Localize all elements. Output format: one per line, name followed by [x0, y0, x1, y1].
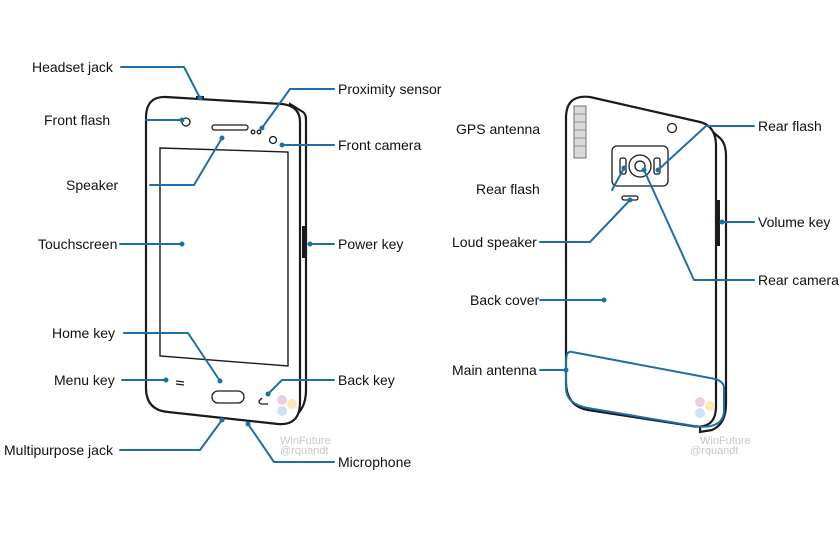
label-rear-camera: Rear camera [758, 272, 839, 288]
label-front-flash: Front flash [44, 112, 110, 128]
back-watermark: WinFuture @rquandt [690, 397, 751, 457]
label-loud-speaker: Loud speaker [452, 234, 537, 250]
front-watermark-handle: @rquandt [280, 445, 328, 457]
label-volume-key: Volume key [758, 214, 830, 230]
label-headset-jack: Headset jack [32, 59, 114, 75]
gps-antenna-strip [573, 105, 587, 159]
back-watermark-handle: @rquandt [690, 445, 738, 457]
label-menu-key: Menu key [54, 372, 115, 388]
label-home-key: Home key [52, 325, 115, 341]
power-key-button [302, 226, 305, 258]
label-back-cover: Back cover [470, 292, 540, 308]
label-speaker: Speaker [66, 177, 118, 193]
speaker-grille [211, 124, 249, 131]
home-key-button [211, 390, 245, 404]
back-headset-jack [666, 122, 678, 134]
back-watermark-site: WinFuture [700, 435, 751, 447]
label-rear-flash-right: Rear flash [758, 118, 822, 134]
touchscreen-panel [159, 147, 289, 367]
label-main-antenna: Main antenna [452, 362, 537, 378]
main-antenna-zone [565, 350, 725, 428]
label-rear-flash-left: Rear flash [476, 181, 540, 197]
back-key-icon [258, 397, 268, 405]
label-touchscreen: Touchscreen [38, 236, 117, 252]
front-view: WinFuture @rquandt Headset jack Front fl… [4, 59, 442, 470]
volume-key-button [717, 200, 720, 246]
back-view: WinFuture @rquandt GPS antenna Rear flas… [452, 95, 839, 457]
label-proximity-sensor: Proximity sensor [338, 81, 442, 97]
label-power-key: Power key [338, 236, 403, 252]
front-watermark-site: WinFuture [280, 435, 331, 447]
front-watermark: WinFuture @rquandt [277, 395, 331, 457]
label-back-key: Back key [338, 372, 395, 388]
front-leader-lines [119, 66, 335, 463]
label-multipurpose-jack: Multipurpose jack [4, 442, 114, 458]
label-microphone: Microphone [338, 454, 411, 470]
front-camera-lens [268, 135, 278, 145]
proximity-sensor-dot [256, 129, 262, 135]
back-leader-lines [539, 125, 755, 373]
label-front-camera: Front camera [338, 137, 421, 153]
menu-key-icon [175, 380, 185, 386]
label-gps-antenna: GPS antenna [456, 121, 540, 137]
proximity-sensor-dot [250, 129, 256, 135]
front-phone-body [144, 95, 302, 426]
